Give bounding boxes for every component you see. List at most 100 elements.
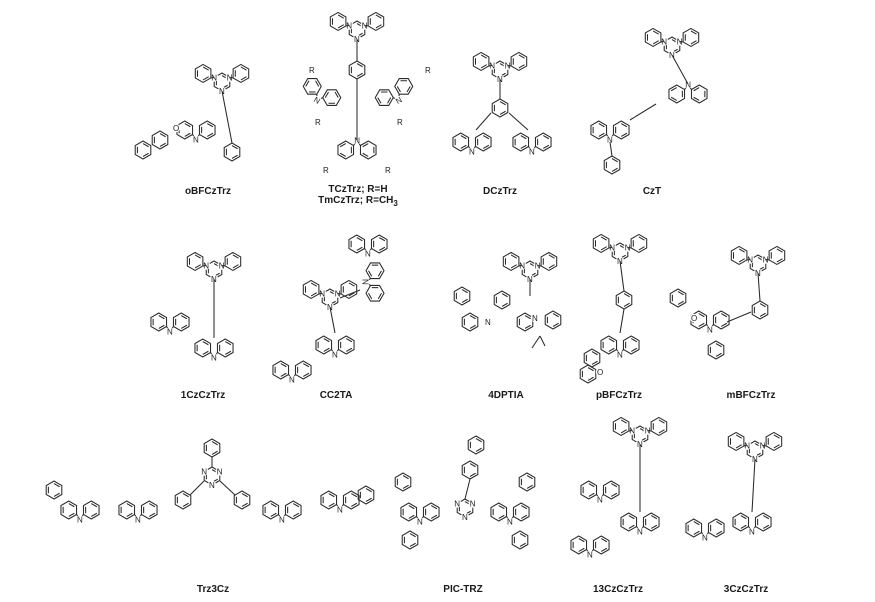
atom-bg <box>394 95 403 105</box>
nitrogen-label: N <box>469 147 475 156</box>
carbazole-unit: N <box>337 136 377 160</box>
benzene-ring <box>272 360 290 380</box>
benzene-ring <box>337 140 355 160</box>
bond-line <box>508 112 529 131</box>
atom-bg <box>313 95 322 105</box>
bond-line <box>609 141 613 157</box>
bond-line <box>623 293 630 298</box>
benzene-ring <box>367 11 385 32</box>
bond-line <box>305 80 310 87</box>
bond-line <box>620 429 627 434</box>
benzene-ring <box>453 286 471 306</box>
carbazole-unit: N <box>118 500 158 524</box>
bond-line <box>773 444 780 449</box>
carbazole-unit: N <box>348 234 388 258</box>
benzene-ring <box>262 500 280 520</box>
bond-line <box>611 167 618 172</box>
bond-line <box>402 484 409 489</box>
benzene-ring <box>730 245 748 266</box>
atom-bg <box>225 73 234 82</box>
nitrogen-label: N <box>637 527 643 536</box>
bond-line <box>396 86 401 93</box>
bond-line <box>323 338 330 343</box>
bond-line <box>598 123 605 128</box>
benzene-ring <box>118 500 136 520</box>
nitrogen-label: N <box>417 517 423 526</box>
bond-line <box>650 524 658 529</box>
carbazole-unit: N <box>400 502 440 526</box>
bond-line <box>280 363 287 368</box>
benzene-ring <box>422 502 440 522</box>
bond-line <box>469 315 476 320</box>
benzene-ring <box>302 279 320 300</box>
bond-line <box>292 512 300 517</box>
bond-line <box>598 132 605 137</box>
bond-line <box>715 343 722 348</box>
atom-bg <box>209 353 219 362</box>
bond-line <box>430 514 438 519</box>
benzene-ring <box>194 338 212 358</box>
bond-line <box>600 246 607 251</box>
bond-line <box>460 135 467 140</box>
bond-line <box>510 254 517 259</box>
bond-line <box>698 313 705 318</box>
benzene-ring <box>365 284 385 302</box>
substituent-label: R <box>425 66 431 75</box>
atom-bg <box>595 495 605 504</box>
nitrogen-label: N <box>529 147 535 156</box>
bond-line <box>524 324 531 329</box>
benzene-ring <box>151 130 169 150</box>
atom-bg <box>335 505 345 514</box>
benzene-ring <box>707 518 725 538</box>
bond-line <box>180 324 188 329</box>
benzene-ring <box>452 132 470 152</box>
bond-line <box>658 419 665 424</box>
bond-line <box>377 270 382 277</box>
bond-line <box>600 236 607 241</box>
bond-line <box>90 512 98 517</box>
bond-line <box>498 505 505 510</box>
substituent-label: R <box>315 118 321 127</box>
atom-bg <box>423 65 433 75</box>
bond-line <box>776 258 783 263</box>
bond-line <box>690 30 697 35</box>
bond-line <box>126 503 133 508</box>
atom-bg <box>615 350 625 359</box>
atom-bg <box>395 117 405 127</box>
bond-line <box>339 289 361 299</box>
bond-line <box>402 475 409 480</box>
bond-line <box>241 502 248 507</box>
nitrogen-label: N <box>707 325 713 334</box>
atom-bg <box>503 61 512 70</box>
bond-line <box>408 514 415 519</box>
nitrogen-label: N <box>337 505 343 514</box>
benzene-ring <box>491 98 509 118</box>
benzene-ring <box>603 155 621 175</box>
benzene-ring <box>322 89 342 106</box>
benzene-ring <box>600 335 618 355</box>
bond-line <box>475 438 482 443</box>
bond-line <box>548 254 555 259</box>
nitrogen-label: N <box>454 500 460 509</box>
bond-line <box>329 306 336 334</box>
carbazole-unit: N <box>590 120 630 144</box>
carbazole-unit: N <box>570 535 610 559</box>
bond-line <box>608 338 615 343</box>
bond-line <box>315 80 320 87</box>
bond-line <box>461 289 468 294</box>
nitrogen-label: N <box>209 481 215 490</box>
atom-bg <box>313 117 323 127</box>
benzene-ring <box>712 310 730 330</box>
bond-line <box>365 497 372 502</box>
atom-bg <box>307 65 317 75</box>
bond-line <box>552 322 559 327</box>
bond-line <box>578 538 585 543</box>
carbazole-unit: N <box>302 78 342 106</box>
nitrogen-label: N <box>470 500 476 509</box>
benzene-ring <box>765 431 783 452</box>
label-tmcztrz-sub: 3 <box>393 199 398 208</box>
benzene-ring <box>223 142 241 162</box>
bond-line <box>381 91 388 93</box>
benzene-ring <box>357 485 375 505</box>
